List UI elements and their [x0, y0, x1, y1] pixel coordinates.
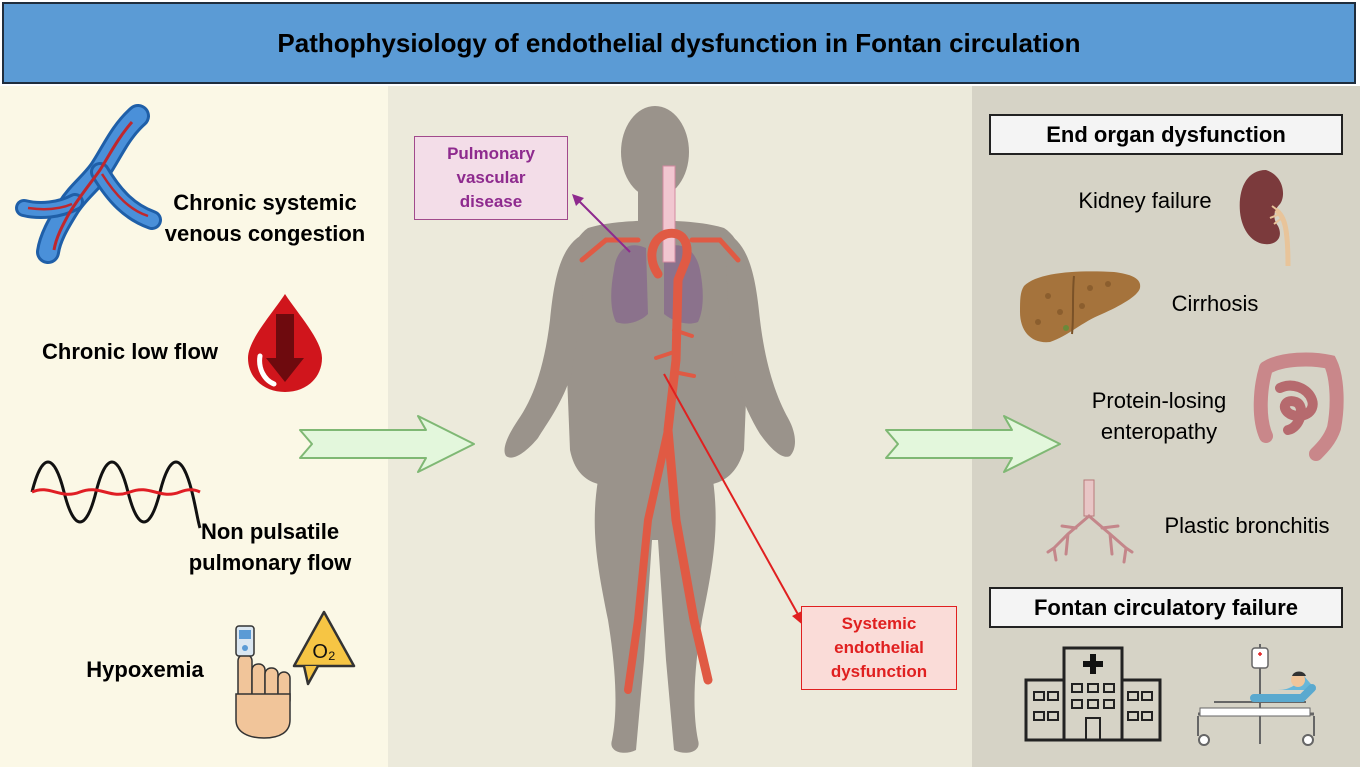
cause-venous-line2: venous congestion	[164, 221, 366, 246]
fontan-failure-header-text: Fontan circulatory failure	[1033, 594, 1299, 620]
pulmonary-line1: Pulmonary	[447, 144, 535, 163]
pulmonary-line3: disease	[459, 192, 523, 211]
cause-hypoxemia-label: Hypoxemia	[86, 657, 204, 682]
title-bar: Pathophysiology of endothelial dysfuncti…	[2, 2, 1356, 84]
hospital-icon	[1024, 646, 1162, 742]
fontan-failure-header: Fontan circulatory failure	[989, 587, 1343, 628]
hospital-bed-icon	[1197, 644, 1316, 746]
systemic-line1: Systemic	[841, 614, 917, 633]
systemic-line2: endothelial	[834, 638, 924, 657]
vein-icon	[15, 104, 162, 264]
protein-losing-enteropathy-label: Protein-losing enteropathy	[1064, 385, 1254, 447]
cause-nonpulsatile-label: Non pulsatile pulmonary flow	[160, 516, 380, 578]
oxygen-warning-icon: O₂	[292, 610, 356, 686]
arrow-causes-to-body	[299, 415, 475, 473]
pulmonary-pointer-arrow	[572, 194, 631, 253]
cause-venous-line1: Chronic systemic	[173, 190, 357, 215]
ple-line2: enteropathy	[1100, 419, 1218, 444]
arrow-body-to-outcomes	[885, 415, 1061, 473]
human-body-figure	[504, 106, 795, 753]
cause-venous-label: Chronic systemic venous congestion	[150, 187, 380, 249]
intestine-icon	[1253, 352, 1344, 461]
kidney-failure-label: Kidney failure	[1078, 188, 1212, 213]
liver-icon	[1020, 271, 1141, 343]
ple-line1: Protein-losing	[1091, 388, 1227, 413]
systemic-endothelial-dysfunction-callout: Systemic endothelial dysfunction	[801, 606, 957, 690]
cause-nonpulsatile-line2: pulmonary flow	[188, 550, 352, 575]
cause-low-flow-label: Chronic low flow	[42, 339, 218, 364]
bronchi-icon	[1046, 479, 1134, 564]
end-organ-header-text: End organ dysfunction	[1046, 121, 1286, 147]
kidney-icon	[1239, 170, 1291, 267]
cirrhosis-label: Cirrhosis	[1171, 291, 1259, 316]
end-organ-header: End organ dysfunction	[989, 114, 1343, 155]
systemic-pointer-arrow	[663, 373, 804, 626]
nonpulsatile-wave-icon	[30, 460, 202, 529]
blood-drop-icon	[248, 294, 322, 392]
systemic-line3: dysfunction	[830, 662, 928, 681]
pulmonary-line2: vascular	[456, 168, 526, 187]
o2-symbol: O₂	[312, 641, 335, 663]
pulmonary-vascular-disease-callout: Pulmonary vascular disease	[414, 136, 568, 220]
pulse-oximeter-icon	[235, 625, 291, 739]
cause-nonpulsatile-line1: Non pulsatile	[200, 519, 340, 544]
plastic-bronchitis-label: Plastic bronchitis	[1164, 513, 1330, 538]
page-title: Pathophysiology of endothelial dysfuncti…	[277, 27, 1081, 58]
